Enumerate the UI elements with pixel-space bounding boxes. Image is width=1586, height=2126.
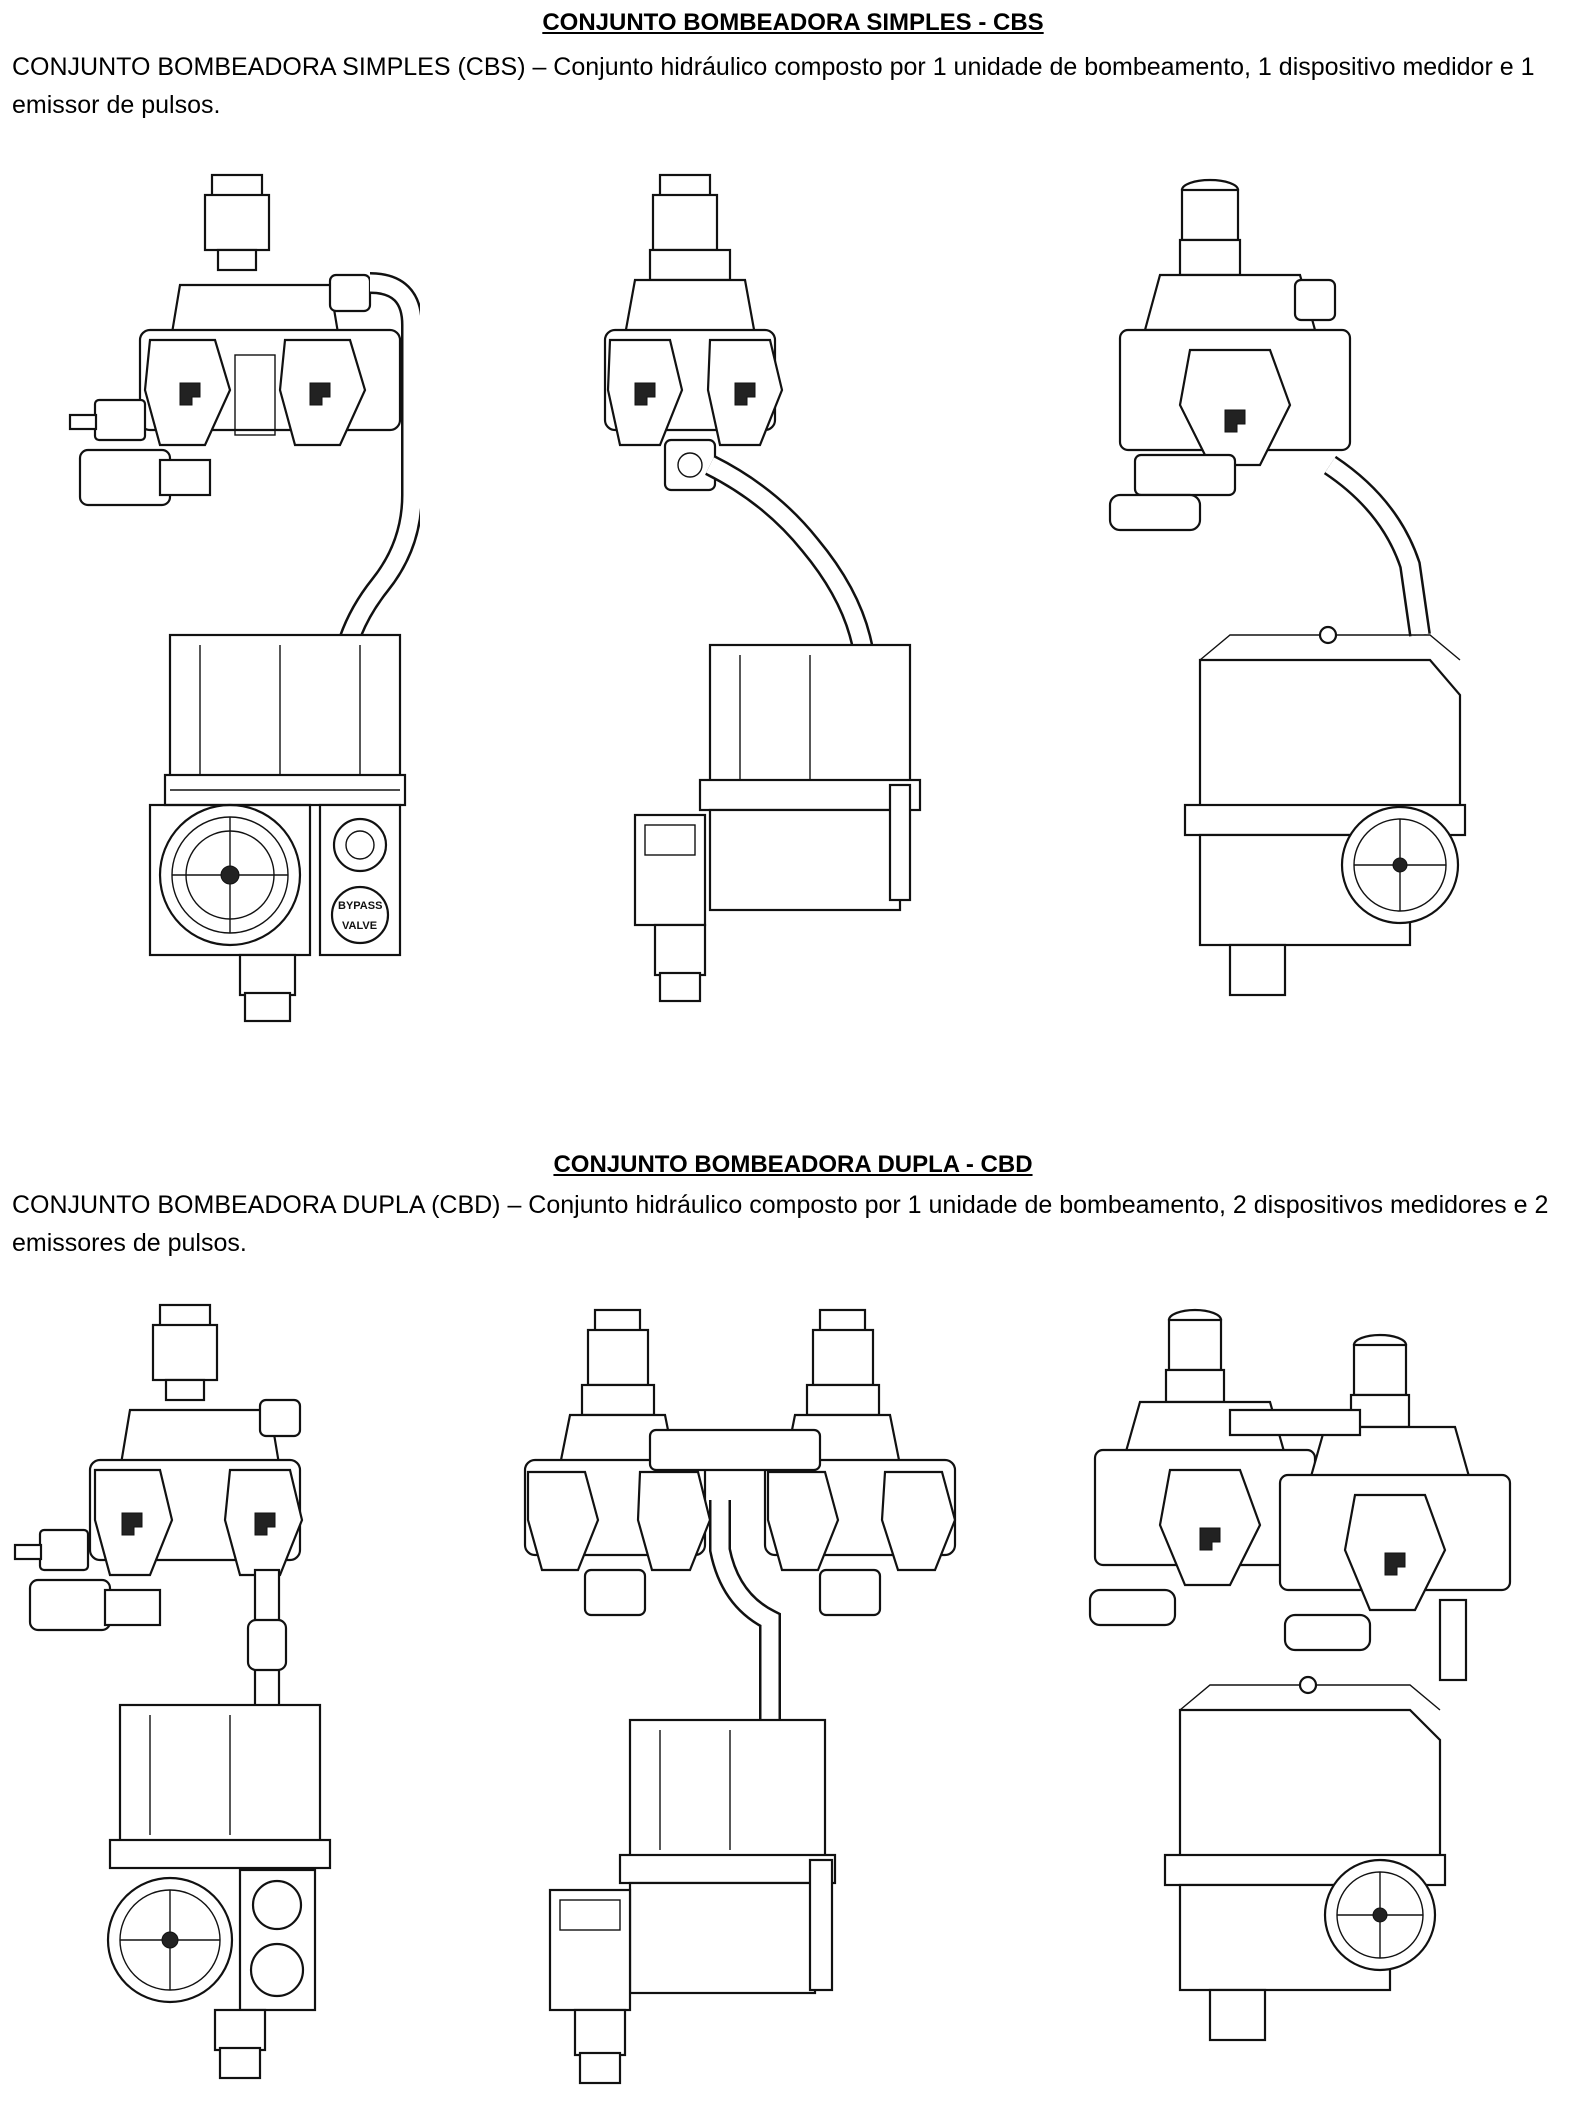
cbs-section-description: CONJUNTO BOMBEADORA SIMPLES (CBS) – Conj… <box>12 53 1535 119</box>
valve-text: VALVE <box>342 920 377 932</box>
cbd-isometric-view-drawing <box>1080 1300 1540 2126</box>
cbs-isometric-view-drawing <box>1100 165 1500 1025</box>
cbs-front-view-drawing: BYPASS VALVE <box>40 165 420 1025</box>
cbd-front-view-drawing <box>0 1300 340 2126</box>
cbd-section-description: CONJUNTO BOMBEADORA DUPLA (CBD) – Conjun… <box>12 1191 1549 1257</box>
cbs-side-view-drawing <box>590 165 950 1025</box>
cbd-section-title: CONJUNTO BOMBEADORA DUPLA - CBD <box>553 1151 1033 1178</box>
cbs-section-title: CONJUNTO BOMBEADORA SIMPLES - CBS <box>542 9 1044 36</box>
bypass-text: BYPASS <box>338 900 382 912</box>
cbd-side-view-drawing <box>520 1300 980 2126</box>
